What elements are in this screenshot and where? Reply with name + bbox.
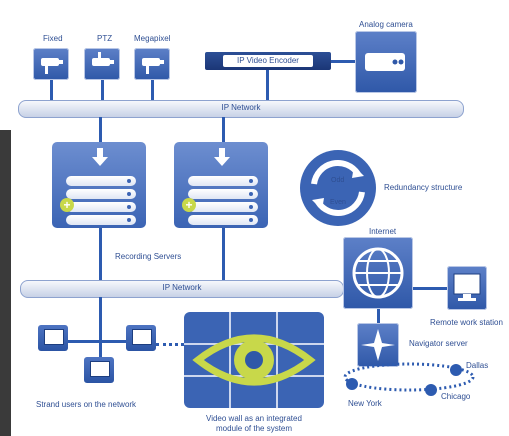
remote-workstation-label: Remote work station: [430, 318, 503, 327]
redundancy-odd-label: Odd: [331, 177, 345, 184]
users-label: Strand users on the network: [36, 400, 137, 409]
arrow-down-icon: [214, 148, 230, 166]
connector-analog: [331, 60, 355, 63]
analog-camera-icon: [355, 31, 417, 93]
ptz-camera-icon: [84, 48, 120, 80]
redundancy-structure-label: Redundancy structure: [384, 183, 463, 192]
redundancy-even-label: Even: [330, 199, 346, 206]
navigator-compass-icon: [357, 323, 399, 367]
server-rack: [188, 189, 258, 199]
recording-server-1: +: [52, 142, 146, 228]
redundancy-cycle-icon: [300, 150, 376, 226]
connector-server-2-down: [222, 228, 225, 280]
connector-videowall: [156, 343, 184, 346]
internet-globe-icon: [343, 237, 413, 309]
add-icon: +: [60, 198, 74, 212]
megapixel-camera-icon: [134, 48, 170, 80]
connector-server-1: [99, 117, 102, 142]
server-rack: [66, 189, 136, 199]
user-workstation-icon: [38, 325, 68, 351]
video-wall-label-1: Video wall as an integrated: [206, 414, 302, 423]
megapixel-camera-label: Megapixel: [134, 34, 171, 43]
add-icon: +: [182, 198, 196, 212]
connector-remote: [413, 287, 447, 290]
fixed-camera-icon: [33, 48, 69, 80]
chicago-node: [425, 384, 437, 396]
server-rack: [66, 202, 136, 212]
ptz-camera-label: PTZ: [97, 34, 113, 43]
connector-fixed: [50, 80, 53, 100]
navigator-server-label: Navigator server: [409, 339, 468, 348]
remote-workstation-icon: [447, 266, 487, 310]
video-wall-eye-icon: [184, 312, 324, 408]
recording-servers-label: Recording Servers: [115, 252, 182, 261]
analog-camera-label: Analog camera: [359, 20, 413, 29]
city-ring: [343, 362, 475, 392]
connector-megapixel: [151, 80, 154, 100]
dallas-node: [450, 364, 462, 376]
arrow-down-icon: [92, 148, 108, 166]
fixed-camera-label: Fixed: [43, 34, 63, 43]
ip-network-bottom-label: IP Network: [162, 283, 202, 292]
dallas-label: Dallas: [466, 361, 489, 370]
ip-video-encoder: IP Video Encoder: [205, 52, 331, 70]
server-rack: [188, 215, 258, 225]
connector-server-2: [222, 117, 225, 142]
user-workstation-icon: [84, 357, 114, 383]
left-dark-strip: [0, 130, 11, 436]
ip-network-bottom: IP Network: [20, 280, 344, 298]
internet-label: Internet: [369, 227, 397, 236]
ip-network-top-label: IP Network: [221, 103, 261, 112]
connector-encoder: [266, 70, 269, 100]
connector-users: [99, 297, 102, 357]
server-rack: [66, 176, 136, 186]
ip-network-top: IP Network: [18, 100, 464, 118]
server-rack: [188, 176, 258, 186]
connector-ptz: [101, 80, 104, 100]
connector-users-h: [56, 340, 144, 343]
server-rack: [66, 215, 136, 225]
video-wall-label-2: module of the system: [216, 424, 293, 433]
recording-server-2: +: [174, 142, 268, 228]
server-rack: [188, 202, 258, 212]
user-workstation-icon: [126, 325, 156, 351]
new-york-node: [346, 378, 358, 390]
connector-navigator: [377, 309, 380, 323]
new-york-label: New York: [348, 399, 382, 408]
encoder-label: IP Video Encoder: [223, 55, 313, 67]
chicago-label: Chicago: [441, 392, 471, 401]
connector-server-1-down: [99, 228, 102, 280]
